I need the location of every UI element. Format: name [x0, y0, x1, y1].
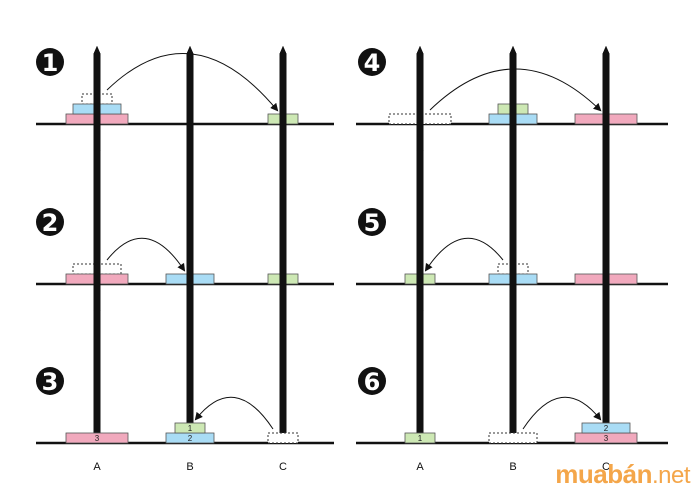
- watermark-suffix: .net: [651, 462, 691, 489]
- disk-label: 1: [188, 424, 193, 433]
- step-panel: 1ABC321: [36, 46, 334, 154]
- step-number-badge: 5: [358, 208, 386, 237]
- watermark-logo: muabán.net: [555, 459, 690, 490]
- peg-label: C: [279, 461, 287, 473]
- disk-origin-ghost: [267, 432, 299, 444]
- step-number: 5: [364, 209, 381, 237]
- step-panel: 6A B C 1 32: [356, 46, 668, 473]
- peg-rod: [509, 46, 517, 443]
- disk-label: 3: [95, 434, 100, 443]
- peg-label: A: [416, 461, 424, 473]
- step-number-badge: 1: [36, 48, 64, 77]
- step-number: 1: [42, 49, 59, 77]
- move-arrow: [522, 396, 602, 430]
- watermark-brand: muabán: [555, 459, 652, 489]
- disk-3: [65, 432, 129, 444]
- peg-label: C: [602, 461, 610, 473]
- step-number-circle: [36, 208, 64, 236]
- peg-rod: [93, 46, 101, 443]
- peg-label: B: [186, 461, 193, 473]
- move-arrow: [194, 396, 274, 430]
- peg-label: A: [93, 461, 101, 473]
- step-number: 3: [42, 368, 59, 396]
- step-number: 2: [42, 209, 59, 237]
- disk-1: [174, 422, 206, 434]
- step-number-badge: 4: [358, 48, 386, 77]
- disk-2: [581, 422, 631, 434]
- disk-label: 2: [604, 424, 609, 433]
- step-number-circle: [36, 48, 64, 76]
- peg-rod: [279, 46, 287, 443]
- step-number-badge: 6: [358, 367, 386, 396]
- step-number: 6: [364, 368, 381, 396]
- disk-label: 2: [188, 434, 193, 443]
- step-number-badge: 3: [36, 367, 64, 396]
- step-number: 4: [364, 49, 381, 77]
- move-arrow: [106, 237, 186, 272]
- step-number-circle: [358, 208, 386, 236]
- disk-label: 1: [418, 434, 423, 443]
- peg-rod: [186, 46, 194, 443]
- disk-1: [404, 432, 436, 444]
- step-number-circle: [36, 367, 64, 395]
- peg-label: B: [509, 461, 516, 473]
- peg-rod: [416, 46, 424, 443]
- step-number-circle: [358, 367, 386, 395]
- step-number-circle: [358, 48, 386, 76]
- peg-rod: [602, 46, 610, 443]
- disk-label: 3: [604, 434, 609, 443]
- move-arrow: [424, 237, 504, 272]
- step-number-badge: 2: [36, 208, 64, 237]
- disk-origin-ghost: [488, 432, 538, 444]
- step-panel: 2ABC321: [36, 46, 334, 314]
